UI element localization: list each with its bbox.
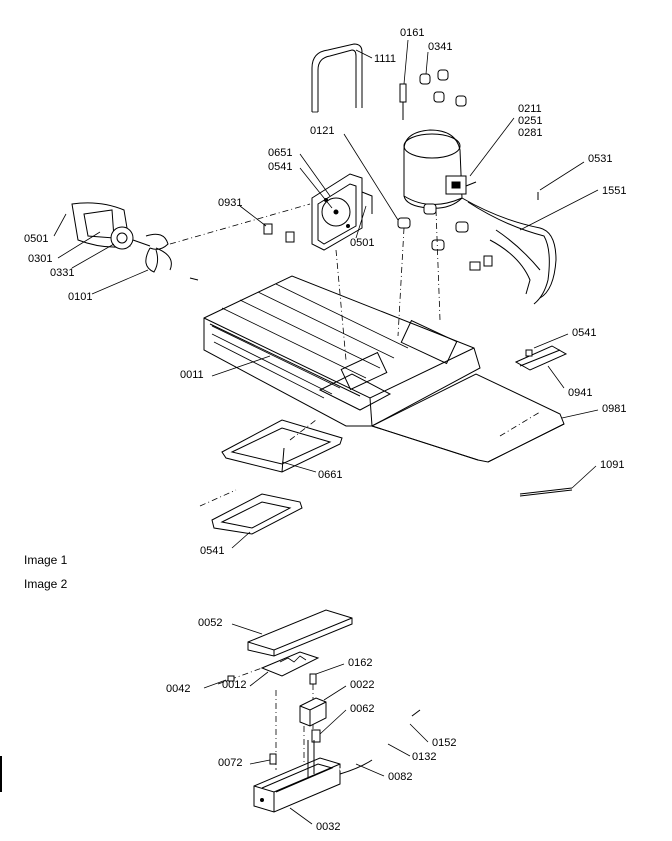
label-0281: 0281 — [518, 127, 542, 139]
label-0121: 0121 — [310, 125, 334, 137]
label-1551: 1551 — [602, 185, 626, 197]
heater-0012 — [217, 651, 320, 685]
label-0331: 0331 — [50, 267, 74, 279]
label-0062: 0062 — [350, 703, 374, 715]
label-0011: 0011 — [180, 369, 204, 381]
housing-box-0032 — [253, 740, 341, 813]
label-0501-shroud: 0501 — [350, 237, 374, 249]
image-2-assembly: 0052 0162 0042 0012 0022 0062 0152 0132 … — [166, 609, 456, 833]
label-0032: 0032 — [316, 821, 340, 833]
fan-shroud-0651 — [311, 173, 373, 251]
compressor — [397, 129, 477, 251]
cover-plate-0052 — [247, 609, 353, 657]
label-0941: 0941 — [568, 387, 592, 399]
label-0101: 0101 — [68, 291, 92, 303]
label-0541-cover: 0541 — [200, 545, 224, 557]
label-0541-shroud: 0541 — [268, 161, 292, 173]
label-0152: 0152 — [432, 737, 456, 749]
label-0162: 0162 — [348, 657, 372, 669]
label-0531: 0531 — [588, 153, 612, 165]
grommets-0341 — [419, 69, 467, 107]
caption-image-2: Image 2 — [24, 577, 68, 591]
tube-1091 — [519, 487, 573, 497]
label-0072: 0072 — [218, 757, 242, 769]
clip-0062 — [311, 729, 321, 743]
cable-assembly-0082 — [339, 709, 421, 775]
label-0501-motor: 0501 — [24, 233, 48, 245]
label-0981: 0981 — [602, 403, 626, 415]
label-0161: 0161 — [400, 27, 424, 39]
label-0661: 0661 — [318, 469, 342, 481]
label-0211: 0211 — [518, 103, 542, 115]
condenser-tube-1111 — [311, 43, 363, 113]
screw-0072 — [269, 753, 277, 765]
label-0042: 0042 — [166, 683, 190, 695]
image-1-assembly: 0161 0341 1111 0211 0251 0281 0121 0651 … — [24, 27, 626, 557]
tray-0661 — [221, 419, 343, 473]
sensor-0161 — [399, 83, 407, 120]
screws-0931 — [263, 223, 295, 243]
alignment-lines — [289, 209, 441, 441]
label-1091: 1091 — [600, 459, 624, 471]
part-labels-image-2: 0052 0162 0042 0012 0022 0062 0152 0132 … — [166, 617, 456, 833]
label-0251: 0251 — [518, 115, 542, 127]
cover-0541 — [199, 489, 303, 535]
leader-lines-image-2 — [203, 623, 429, 825]
drain-pan-0981 — [370, 373, 565, 463]
wiring-harness-1551 — [461, 192, 557, 305]
label-0132: 0132 — [412, 751, 436, 763]
label-0931: 0931 — [218, 197, 242, 209]
leader-lines — [53, 39, 599, 549]
label-0341: 0341 — [428, 41, 452, 53]
label-1111: 1111 — [374, 53, 396, 65]
bracket-0022 — [299, 697, 327, 727]
label-0301: 0301 — [28, 253, 52, 265]
base-pan-0011 — [203, 275, 481, 427]
caption-image-1: Image 1 — [24, 553, 68, 567]
label-0541-bracket: 0541 — [572, 327, 596, 339]
label-0651: 0651 — [268, 147, 292, 159]
label-0082: 0082 — [388, 771, 412, 783]
label-0012: 0012 — [222, 679, 246, 691]
base-pan-ridges — [211, 283, 409, 399]
label-0022: 0022 — [350, 679, 374, 691]
label-0052: 0052 — [198, 617, 222, 629]
fan-motor-assembly — [71, 202, 311, 281]
bracket-0941 — [514, 345, 568, 371]
part-labels-image-1: 0161 0341 1111 0211 0251 0281 0121 0651 … — [24, 27, 626, 557]
